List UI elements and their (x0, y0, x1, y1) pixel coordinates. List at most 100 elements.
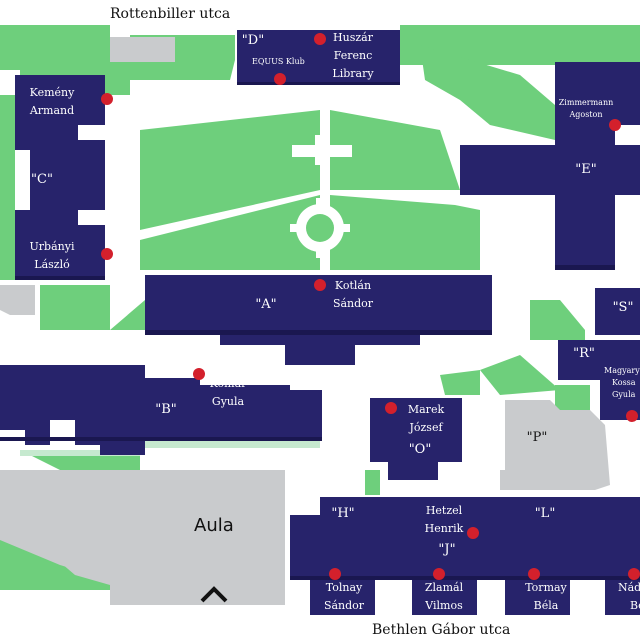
lawn-quad-nw (140, 110, 320, 230)
building-r-name-3[interactable]: Gyula (612, 390, 636, 399)
building-hjl-base (290, 515, 640, 580)
building-h-name-2[interactable]: Sándor (323, 599, 365, 612)
pin-c-south[interactable] (101, 248, 113, 260)
pin-d-equus[interactable] (274, 73, 286, 85)
pin-j-south[interactable] (433, 568, 445, 580)
building-a-name-2[interactable]: Sándor (332, 297, 374, 310)
street-north: Rottenbiller utca (110, 6, 231, 22)
pin-a[interactable] (314, 279, 326, 291)
building-l-name-1[interactable]: Tormay (525, 581, 567, 594)
lawn-quad-ne (330, 110, 460, 190)
building-c-name-3[interactable]: Urbányi (29, 240, 75, 253)
lawn-r-west (530, 300, 585, 340)
building-r-code: "R" (573, 346, 595, 361)
building-j-name-1[interactable]: Hetzel (425, 504, 463, 517)
building-e (460, 62, 640, 270)
building-l-east-wing (605, 580, 640, 615)
lawn-quad-sw (140, 195, 320, 270)
building-d-name-2[interactable]: Huszár (333, 31, 373, 44)
building-a-name-1[interactable]: Kotlán (334, 279, 372, 292)
pin-b[interactable] (193, 368, 205, 380)
building-l-name-3[interactable]: Nádaskay (618, 581, 640, 594)
gray-west (0, 285, 35, 315)
building-a-code: "A" (255, 297, 277, 312)
gray-blocks (0, 37, 610, 605)
building-j-wing (412, 580, 477, 615)
pin-c-north[interactable] (101, 93, 113, 105)
lawn-east-mid (455, 205, 480, 270)
pin-l-east[interactable] (628, 568, 640, 580)
building-h-wing (310, 580, 375, 615)
building-l-wing (505, 580, 570, 615)
building-c-code: "C" (31, 172, 53, 187)
building-h-north (320, 497, 370, 517)
building-d-name-4[interactable]: Library (332, 67, 374, 80)
buildings (0, 30, 640, 615)
building-c-name-4[interactable]: László (34, 258, 70, 271)
lawn-wedge (110, 300, 145, 330)
building-o (370, 398, 462, 480)
building-e-name-1[interactable]: Zimmermann (558, 98, 614, 107)
building-h-name-1[interactable]: Tolnay (325, 581, 363, 594)
gray-north (110, 37, 175, 62)
building-r-name-1[interactable]: Magyary (604, 366, 640, 375)
lawn-quad-se (330, 195, 455, 270)
building-o-name-1[interactable]: Marek (407, 403, 445, 416)
building-b-code: "B" (155, 402, 177, 417)
pin-r[interactable] (626, 410, 638, 422)
pin-j-north[interactable] (467, 527, 479, 539)
building-r (558, 340, 640, 420)
lawn-mid (440, 370, 480, 395)
building-e-name-2[interactable]: Agoston (569, 110, 603, 119)
pin-e[interactable] (609, 119, 621, 131)
building-d-code: "D" (241, 33, 265, 48)
building-a (145, 275, 492, 365)
building-l-north (515, 497, 570, 517)
building-o-code: "O" (408, 442, 432, 457)
building-s (595, 288, 640, 335)
gray-p-block (500, 400, 610, 490)
building-b-name-1[interactable]: Kómár (209, 377, 247, 390)
building-c-name-1[interactable]: Kemény (29, 86, 75, 99)
building-l-name-2[interactable]: Béla (533, 599, 559, 612)
building-s-code: "S" (612, 300, 634, 315)
rotunda-center (306, 214, 334, 242)
building-b-name-2[interactable]: Gyula (211, 395, 245, 408)
building-b (0, 365, 322, 455)
building-j-name-3[interactable]: Zlamál (424, 581, 464, 594)
pin-d-library[interactable] (314, 33, 326, 45)
pin-l[interactable] (528, 568, 540, 580)
building-c-name-2[interactable]: Armand (29, 104, 75, 117)
lawn-mid-east (480, 355, 560, 395)
building-o-name-2[interactable]: József (409, 421, 443, 434)
building-j-name-4[interactable]: Vilmos (425, 599, 463, 612)
chevron-up-icon (200, 586, 228, 603)
pin-h[interactable] (329, 568, 341, 580)
gray-diagonal (0, 470, 110, 585)
building-l-code: "L" (534, 506, 556, 521)
building-h-code: "H" (331, 506, 355, 521)
pin-o[interactable] (385, 402, 397, 414)
building-l-name-4[interactable]: Béla (630, 599, 640, 612)
building-e-code: "E" (575, 162, 597, 177)
gray-aula (145, 470, 285, 605)
building-shadows (0, 82, 640, 580)
building-d-name-3[interactable]: Ferenc (333, 49, 373, 62)
street-south: Bethlen Gábor utca (372, 622, 511, 638)
lawn-north-east-inner (420, 45, 555, 140)
building-d (237, 30, 400, 85)
building-j-north (418, 497, 473, 517)
paths-light (20, 440, 320, 456)
building-j-name-2[interactable]: Henrik (424, 522, 464, 535)
lawn-west-strip (0, 95, 15, 280)
building-p-code: "P" (526, 430, 548, 445)
building-r-name-2[interactable]: Kossa (612, 378, 636, 387)
building-d-name-1[interactable]: EQUUS Klub (252, 57, 305, 66)
aula-label: Aula (194, 515, 234, 536)
lawn-west-c (40, 285, 110, 330)
building-c (15, 75, 105, 280)
lawn-south-mid (365, 470, 380, 495)
building-j-code: "J" (438, 542, 456, 557)
